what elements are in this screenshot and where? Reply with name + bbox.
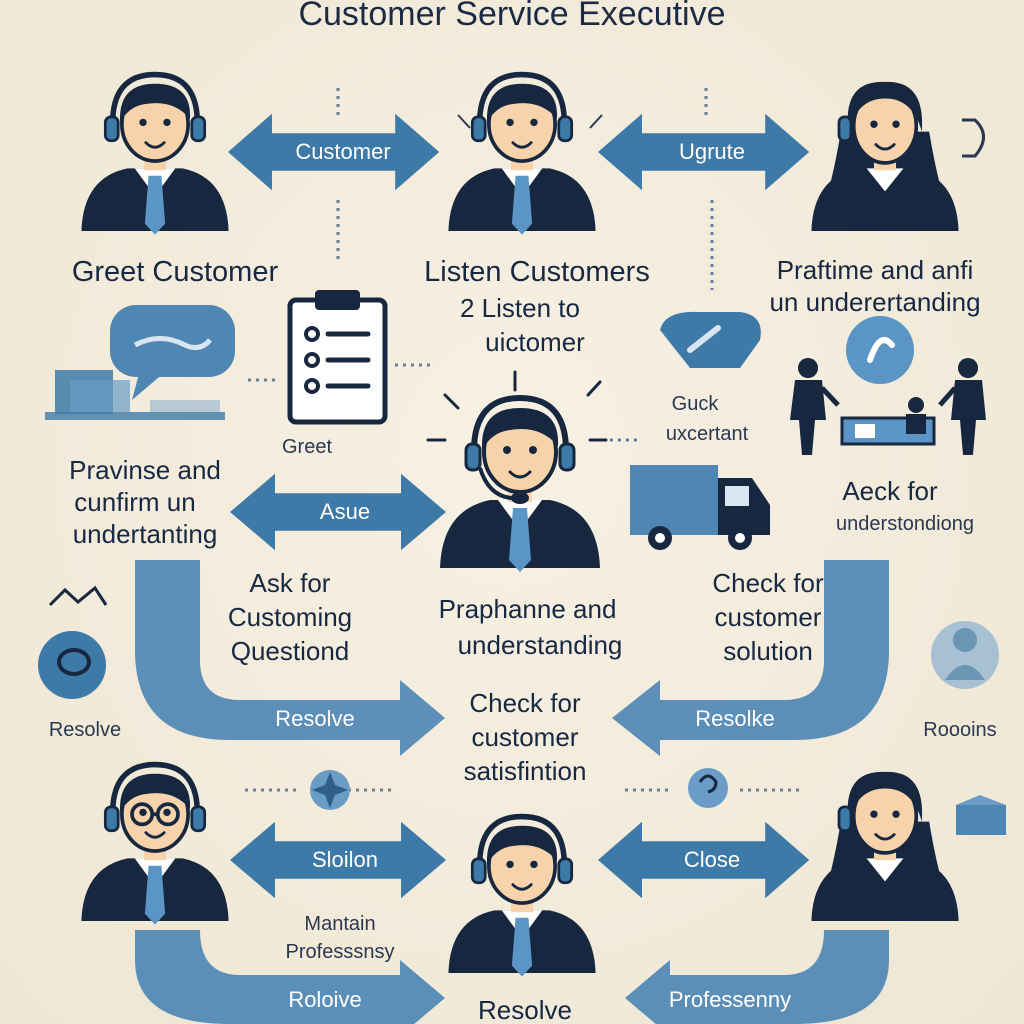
label-ask-for: Ask for — [249, 568, 331, 598]
arrow-label-close: Close — [683, 847, 741, 872]
label-resolve-bottom: Resolve — [478, 995, 572, 1024]
meeting-people-icon — [790, 358, 986, 455]
label-greet: Greet — [281, 436, 333, 458]
label-mantain: Mantain — [304, 913, 376, 935]
band-label-resolve: Resolve — [275, 706, 355, 731]
label-underertanding: un underertanding — [769, 287, 981, 317]
delivery-truck-icon — [630, 465, 770, 550]
label-resolve-left: Resolve — [48, 719, 122, 741]
folder-icon — [956, 795, 1006, 835]
label-check-for-satisfaction: Check for — [469, 688, 581, 718]
label-solution: solution — [723, 636, 813, 666]
band-label-roloive: Roloive — [288, 987, 362, 1012]
band-label-resolke: Resolke — [695, 706, 775, 731]
arrow-label-sloilon: Sloilon — [311, 847, 379, 872]
band-left — [135, 560, 445, 756]
label-listen-customers: Listen Customers — [424, 256, 650, 288]
label-aeck-for: Aeck for — [842, 476, 938, 506]
label-check-for-solution: Check for — [712, 568, 824, 598]
chat-bubble-icon — [110, 305, 235, 400]
band-right — [612, 560, 889, 756]
label-satisfintion: satisfintion — [463, 756, 587, 786]
label-praftime: Praftime and anfi — [776, 255, 974, 285]
band-label-professenny: Professenny — [668, 987, 792, 1012]
label-greet-customer: Greet Customer — [71, 256, 279, 288]
label-understondiong: understondiong — [836, 513, 974, 535]
label-understanding: understanding — [457, 630, 623, 660]
shield-icon — [846, 316, 914, 384]
label-uxcertant: uxcertant — [665, 423, 749, 445]
label-listen-to: 2 Listen to — [460, 293, 580, 323]
label-pravinse: Pravinse and — [69, 455, 221, 485]
label-questiond: Questiond — [230, 636, 350, 666]
label-customer-satisfaction: customer — [471, 722, 579, 752]
label-cunfirm: cunfirm un — [74, 487, 196, 517]
pin-badge-icon — [660, 311, 761, 368]
help-badge-icon — [688, 768, 728, 808]
d-shape-icon — [962, 118, 985, 158]
gear-person-icon — [931, 621, 999, 689]
label-uictomer: uictomer — [485, 327, 585, 357]
label-professsnsy: Professsnsy — [285, 941, 395, 963]
label-undertanting: undertanting — [72, 519, 218, 549]
label-customing: Customing — [227, 602, 353, 632]
sparkle-badge-icon — [310, 770, 350, 810]
label-guck: Guck — [671, 393, 719, 415]
arrow-label-customer: Customer — [295, 139, 391, 164]
label-roooins: Roooins — [923, 719, 997, 741]
label-customer-solution: customer — [714, 602, 822, 632]
clipboard-checklist-icon — [287, 290, 388, 425]
wrench-icon — [48, 585, 108, 607]
band-bottom-right — [625, 930, 889, 1024]
band-bottom-left — [135, 930, 445, 1024]
arrow-label-ugrute: Ugrute — [678, 139, 746, 164]
label-praphanne: Praphanne and — [438, 594, 617, 624]
speech-circle-icon — [38, 631, 106, 699]
arrow-label-asue: Asue — [319, 499, 371, 524]
computer-desk-icon — [45, 370, 225, 420]
diagram-title: Customer Service Executive — [298, 0, 726, 33]
